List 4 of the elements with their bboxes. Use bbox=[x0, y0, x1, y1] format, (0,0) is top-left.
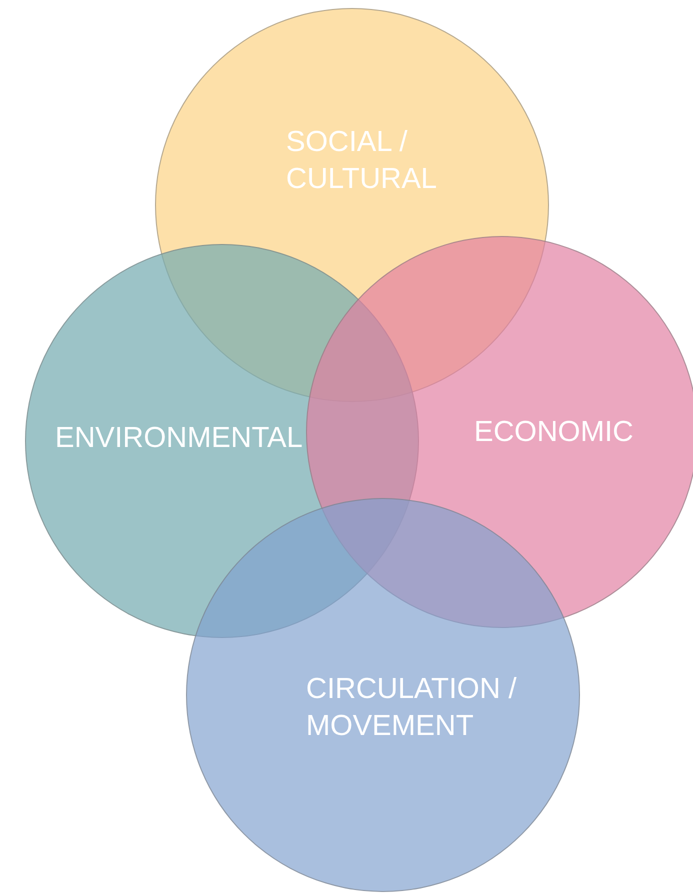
circle-label: SOCIAL / CULTURAL bbox=[286, 125, 438, 197]
circle-label: CIRCULATION / MOVEMENT bbox=[306, 672, 518, 744]
circle-label: ENVIRONMENTAL bbox=[55, 421, 304, 456]
circle-label: ECONOMIC bbox=[474, 415, 634, 450]
